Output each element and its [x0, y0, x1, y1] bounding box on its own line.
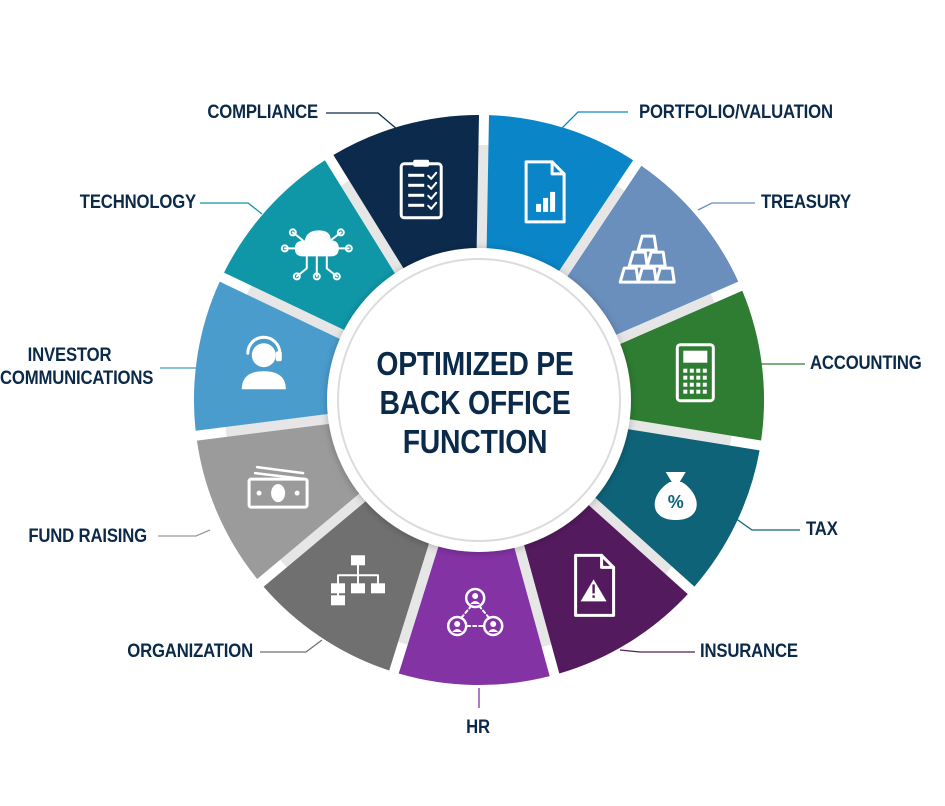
leader-line [200, 202, 263, 215]
document-warning-icon [574, 553, 616, 617]
checklist-icon [399, 159, 443, 220]
center-title: OPTIMIZED PE BACK OFFICE FUNCTION [359, 344, 591, 461]
label-technology: TECHNOLOGY [79, 192, 196, 213]
center-circle [327, 248, 631, 552]
label-investor-communications-line-2: COMMUNICATIONS [0, 368, 154, 389]
cash-icon [247, 465, 309, 509]
segment-accounting [618, 290, 765, 441]
label-insurance: INSURANCE [700, 641, 798, 662]
label-investor-communications-line-1: INVESTOR [27, 345, 112, 366]
segment-organization [263, 500, 430, 671]
label-investor-communications: INVESTOR COMMUNICATIONS [0, 344, 154, 390]
leader-line [158, 529, 211, 537]
label-accounting: ACCOUNTING [810, 353, 922, 374]
leader-line [559, 111, 628, 131]
label-treasury: TREASURY [761, 192, 851, 213]
segment-portfolio-valuation [486, 115, 634, 273]
label-tax: TAX [806, 519, 838, 540]
center-title-line-3: FUNCTION [402, 423, 548, 460]
leader-line [697, 202, 755, 211]
gold-bars-icon [618, 234, 676, 284]
segment-hr [398, 544, 550, 686]
people-network-icon [446, 587, 504, 637]
label-fund-raising: FUND RAISING [28, 526, 147, 547]
calculator-icon [675, 343, 715, 403]
label-organization: ORGANIZATION [127, 641, 253, 662]
label-portfolio-valuation: PORTFOLIO/VALUATION [639, 102, 833, 123]
label-compliance: COMPLIANCE [207, 102, 318, 123]
center-inner-ring [337, 258, 621, 542]
center-title-line-2: BACK OFFICE [379, 384, 571, 421]
label-hr: HR [466, 717, 490, 738]
leader-line [326, 112, 399, 131]
center-title-line-1: OPTIMIZED PE [376, 345, 574, 382]
leader-line [619, 649, 695, 653]
segment-compliance [333, 115, 479, 270]
cloud-network-icon [280, 228, 353, 281]
document-chart-icon [524, 160, 566, 224]
leader-line [260, 639, 323, 653]
segment-insurance [523, 503, 688, 674]
svg-text:%: % [668, 492, 684, 512]
money-bag-percent-icon: % [654, 472, 697, 520]
leader-line [734, 517, 800, 531]
org-chart-icon [331, 555, 385, 606]
headset-person-icon [241, 335, 286, 390]
